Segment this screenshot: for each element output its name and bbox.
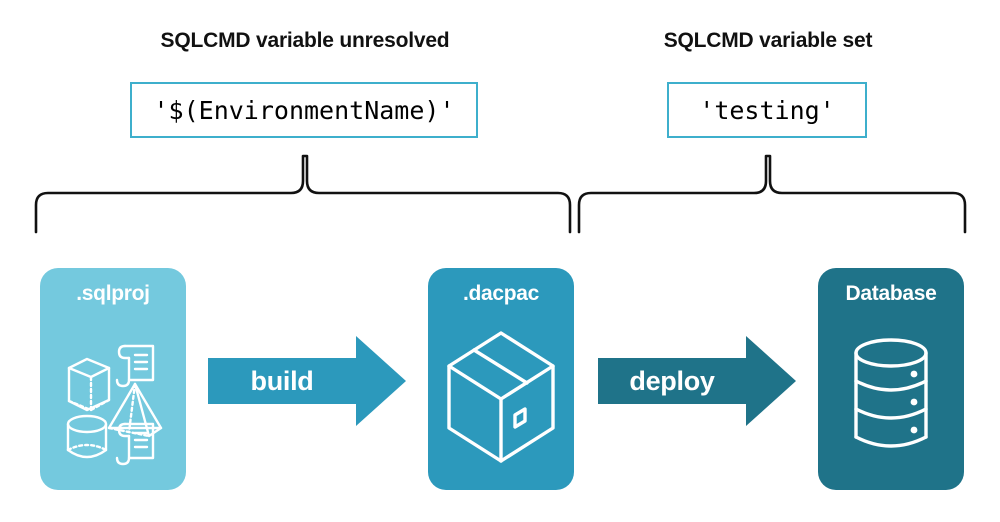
database-cylinder-icon [854,338,928,448]
stage-card-database: Database [818,268,964,490]
sqlcmd-value-box-unresolved: '$(EnvironmentName)' [130,82,478,138]
arrow-build: build [208,334,408,428]
database-artwork [818,316,964,478]
scroll-icon [115,344,155,388]
sqlproj-artwork [40,316,186,478]
arrow-label-build: build [250,365,314,396]
stage-label-dacpac: .dacpac [462,282,540,305]
sqlcmd-value-set: 'testing' [699,95,835,125]
arrow-build-shape [208,336,406,426]
cube-icon [67,357,111,412]
cylinder-icon [66,414,108,459]
arrow-deploy: deploy [598,334,798,428]
stage-card-sqlproj: .sqlproj [40,268,186,490]
curly-brace-left [34,154,572,234]
package-box-icon [447,331,555,463]
scroll-icon [115,422,155,466]
pyramid-icon [107,382,163,438]
sqlcmd-value-box-set: 'testing' [667,82,867,138]
stage-label-sqlproj: .sqlproj [76,282,150,305]
annotation-heading-left: SQLCMD variable unresolved [160,29,450,52]
stage-label-database: Database [845,282,937,305]
curly-brace-right [577,154,967,234]
annotation-heading-right: SQLCMD variable set [663,29,873,52]
arrow-deploy-shape [598,336,796,426]
stage-card-dacpac: .dacpac [428,268,574,490]
dacpac-artwork [428,316,574,478]
sqlcmd-value-unresolved: '$(EnvironmentName)' [153,95,455,125]
arrow-label-deploy: deploy [629,365,715,396]
